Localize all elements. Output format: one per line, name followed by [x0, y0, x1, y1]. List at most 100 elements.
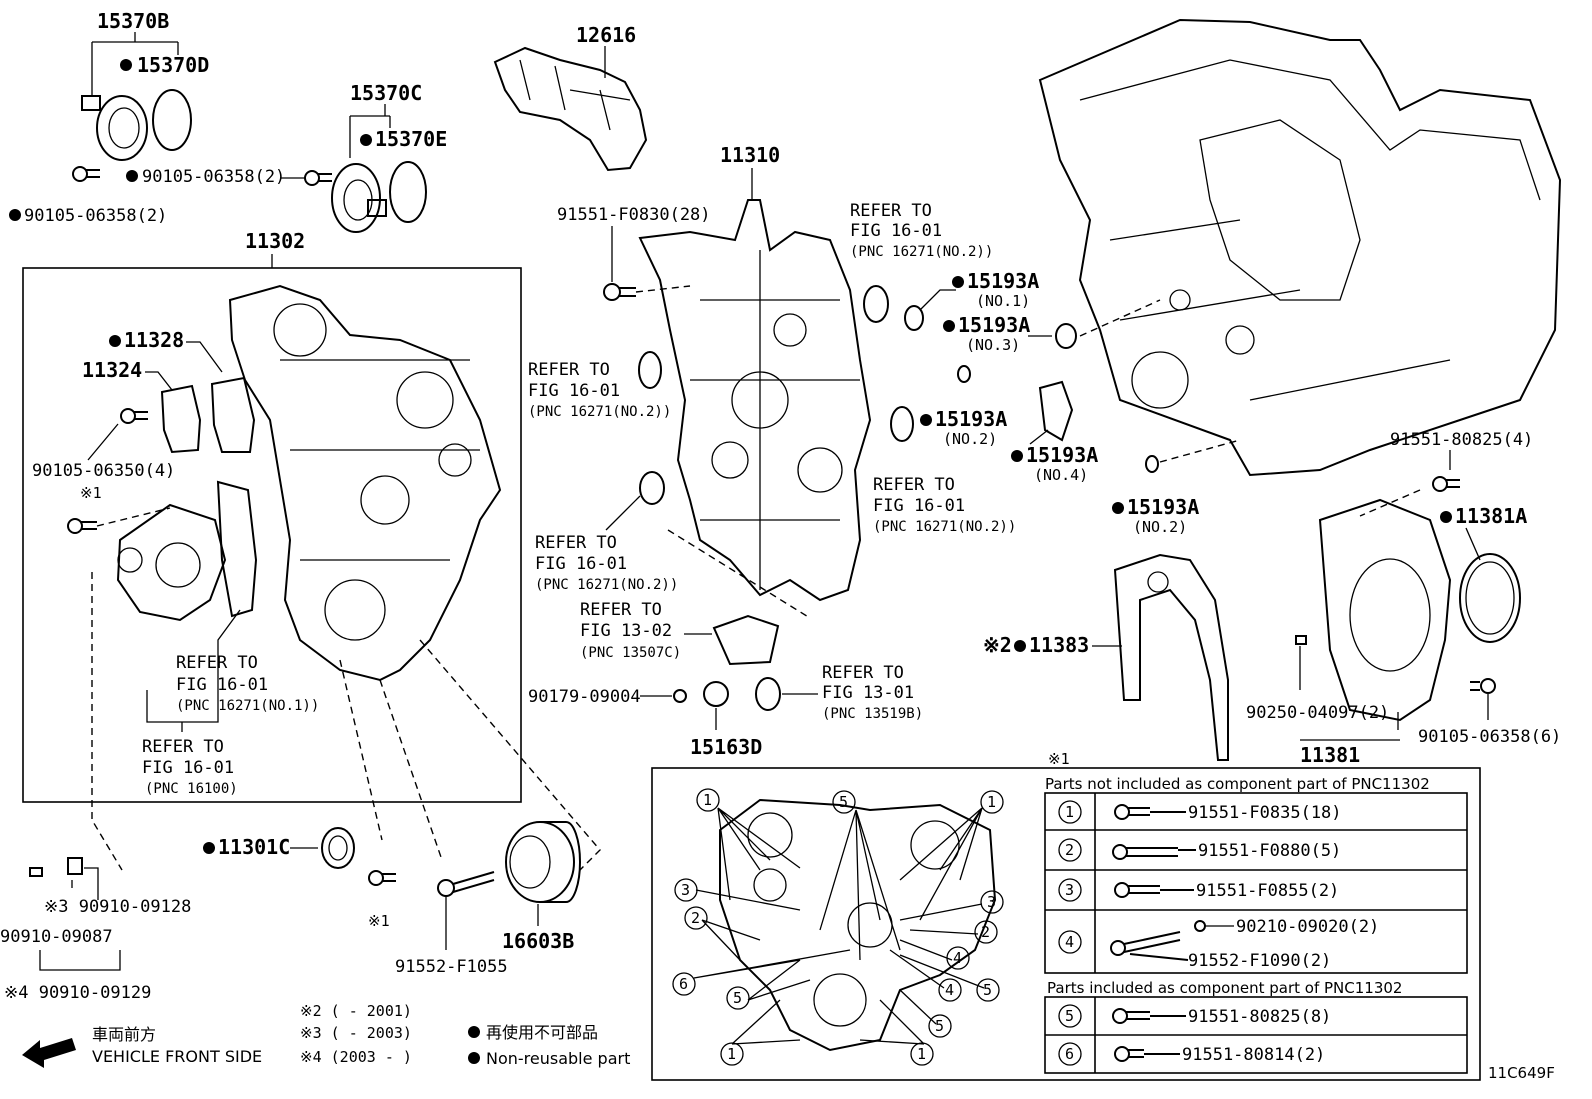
bolt-x1-b [368, 870, 396, 886]
idler-16603B [505, 821, 581, 903]
o-ring-15370E [389, 161, 427, 223]
nut-90179 [673, 689, 687, 703]
svg-text:REFER TO: REFER TO [176, 653, 258, 673]
legend-jp-front: 車両前方 [92, 1025, 156, 1044]
table-rows: 1 91551-F0835(18) 2 91551-F0880(5) 3 915… [1058, 800, 1379, 1066]
label-90105-06358-6: 90105-06358(6) [1418, 727, 1561, 747]
bolt-90105-06350 [120, 408, 148, 424]
svg-text:(NO.1): (NO.1) [976, 292, 1030, 310]
ref-16-01-16100: REFER TO FIG 16-01 (PNC 16100) [142, 737, 238, 797]
legend-x2: ※2 ( - 2001) [300, 1002, 412, 1020]
label-15370D: 15370D [137, 53, 209, 77]
svg-text:(NO.4): (NO.4) [1034, 466, 1088, 484]
svg-text:5: 5 [1065, 1007, 1074, 1025]
sprocket-15163D [703, 681, 729, 707]
ref-16-01-no1: REFER TO FIG 16-01 (PNC 16271(NO.1)) [176, 653, 319, 714]
svg-text:REFER TO: REFER TO [528, 360, 610, 380]
label-11302: 11302 [245, 229, 305, 253]
o-ring-ref-a [863, 285, 889, 323]
label-15370E: 15370E [375, 127, 447, 151]
svg-text:FIG 13-01: FIG 13-01 [822, 683, 914, 703]
non-reusable-dot [120, 59, 132, 71]
table-not-included [1044, 792, 1468, 974]
svg-text:FIG 16-01: FIG 16-01 [528, 381, 620, 401]
legend-en-front: VEHICLE FRONT SIDE [92, 1047, 262, 1066]
sensor-90910-09087 [29, 867, 43, 877]
svg-text:3: 3 [987, 893, 996, 911]
ref-16-01-no2-a: REFER TO FIG 16-01 (PNC 16271(NO.2)) [850, 201, 993, 260]
inset-callouts: 1 5 1 3 2 6 5 1 1 5 4 3 2 4 5 [672, 788, 1004, 1066]
pin-90250 [1295, 635, 1307, 645]
label-x1-a: ※1 [80, 484, 102, 502]
svg-text:REFER TO: REFER TO [535, 533, 617, 553]
svg-text:REFER TO: REFER TO [873, 475, 955, 495]
o-ring-ref-c [639, 471, 665, 505]
label-15193A-no4: 15193A [1026, 443, 1098, 467]
svg-text:91551-F0855(2): 91551-F0855(2) [1196, 881, 1339, 901]
svg-text:91551-80825(8): 91551-80825(8) [1188, 1007, 1331, 1027]
gasket-11328 [210, 376, 256, 453]
svg-text:3: 3 [1065, 881, 1074, 899]
label-x1-c: ※1 [1048, 750, 1070, 768]
retainer-11381 [1318, 498, 1452, 722]
legend-x3: ※3 ( - 2003) [300, 1024, 412, 1042]
svg-text:3: 3 [681, 881, 690, 899]
inset-box [651, 767, 1481, 1081]
svg-text:91552-F1090(2): 91552-F1090(2) [1188, 951, 1331, 971]
oil-seal-11381A [1459, 553, 1521, 643]
label-90179-09004: 90179-09004 [528, 687, 641, 707]
svg-text:5: 5 [733, 989, 742, 1007]
label-90910-09087: 90910-09087 [0, 927, 113, 947]
o-ring-ref-b [638, 351, 662, 389]
svg-text:(PNC 16100): (PNC 16100) [145, 781, 238, 797]
sensor-90910-09128 [67, 857, 83, 875]
label-16603B: 16603B [502, 929, 574, 953]
row-part: 91551-F0835(18) [1188, 803, 1342, 823]
svg-text:1: 1 [727, 1045, 736, 1063]
svg-text:4: 4 [1065, 933, 1074, 951]
label-15163D: 15163D [690, 735, 762, 759]
bolt-90105-06358-c [1470, 678, 1496, 694]
svg-text:(PNC 16271(NO.2)): (PNC 16271(NO.2)) [873, 519, 1016, 535]
timing-cover-11310 [638, 199, 872, 602]
svg-text:FIG 13-02: FIG 13-02 [580, 621, 672, 641]
label-x4-90910-09129: ※4 90910-09129 [4, 983, 151, 1003]
label-11381A: 11381A [1455, 504, 1527, 528]
label-15193A-no3: 15193A [958, 313, 1030, 337]
inset-cover-drawing [719, 798, 997, 1052]
label-15193A-no2-b: 15193A [1127, 495, 1199, 519]
o-ring-15193A-no1 [904, 305, 924, 331]
label-11381: 11381 [1300, 743, 1360, 767]
label-11301C: 11301C [218, 835, 290, 859]
o-ring-ref-d [890, 406, 914, 442]
front-arrow-icon [22, 1038, 76, 1068]
svg-text:REFER TO: REFER TO [580, 600, 662, 620]
label-15193A-no2-a: 15193A [935, 407, 1007, 431]
bolt-91552-F1055 [437, 871, 495, 897]
label-15370C: 15370C [350, 81, 422, 105]
label-11310: 11310 [720, 143, 780, 167]
svg-text:(NO.3): (NO.3) [966, 336, 1020, 354]
svg-text:2: 2 [981, 923, 990, 941]
label-x1-b: ※1 [368, 912, 390, 930]
svg-text:(PNC 16271(NO.2)): (PNC 16271(NO.2)) [535, 577, 678, 593]
o-ring-15193A-no2-a [957, 365, 971, 383]
table-included-header: Parts included as component part of PNC1… [1047, 979, 1402, 997]
o-ring-15193A-no3 [1055, 323, 1077, 349]
table-not-included-header: Parts not included as component part of … [1045, 775, 1430, 793]
label-90105-06358-a: 90105-06358(2) [24, 206, 167, 226]
svg-text:2: 2 [1065, 841, 1074, 859]
vvt-sensor-15370B [81, 95, 148, 161]
gasket-11324 [160, 384, 202, 454]
svg-text:FIG 16-01: FIG 16-01 [850, 221, 942, 241]
svg-text:(PNC 13507C): (PNC 13507C) [580, 645, 681, 661]
ref-16-01-no2-c: REFER TO FIG 16-01 (PNC 16271(NO.2)) [535, 533, 678, 593]
svg-text:(PNC 16271(NO.2)): (PNC 16271(NO.2)) [528, 404, 671, 420]
label-11383-x2: ※2 [983, 633, 1012, 657]
vvt-sensor-15370C [331, 163, 387, 233]
timing-chain-cover-11302 [228, 284, 502, 682]
svg-text:6: 6 [679, 975, 688, 993]
label-90250-04097: 90250-04097(2) [1246, 703, 1389, 723]
ref-16-01-no2-d: REFER TO FIG 16-01 (PNC 16271(NO.2)) [873, 475, 1016, 535]
inset-leader-lines [693, 807, 985, 1045]
